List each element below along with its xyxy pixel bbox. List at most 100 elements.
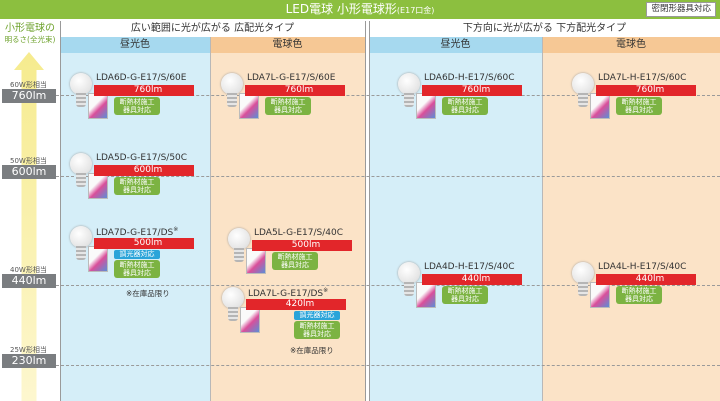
bulb-image: [70, 153, 92, 175]
level-line-440: [56, 285, 720, 286]
divider-group-wide-end: [365, 21, 366, 401]
title-bar: [0, 0, 720, 19]
product-model: LDA4D-H-E17/S/40C: [424, 262, 515, 272]
dimmer-badge: 調光器対応: [294, 311, 340, 320]
package-image: [246, 248, 266, 274]
package-image: [88, 93, 108, 119]
product-lumen: 600lm: [94, 165, 194, 176]
product-model: LDA7L-G-E17/DS※: [248, 287, 329, 299]
package-image: [240, 307, 260, 333]
product-model: LDA6D-G-E17/S/60E: [96, 73, 187, 83]
axis-title-line2: 明るさ(全光束): [4, 35, 56, 44]
bulb-image: [398, 73, 420, 95]
watt-label: 50W形相当: [10, 157, 47, 165]
watt-label: 25W形相当: [10, 346, 47, 354]
product-model: LDA7D-G-E17/DS※: [96, 226, 179, 238]
bulb-base: [76, 246, 86, 260]
column-header-daylight: 昼光色: [369, 37, 542, 53]
package-image: [590, 282, 610, 308]
product-lumen: 760lm: [245, 85, 345, 96]
product-model: LDA7L-G-E17/S/60E: [247, 73, 336, 83]
lumen-level-box: 230lm: [2, 354, 56, 368]
bulb-base: [76, 173, 86, 187]
bulb-image: [572, 262, 594, 284]
insulation-badge: 断熱材施工器具対応: [114, 97, 160, 115]
bulb-base: [76, 93, 86, 107]
sealed-fixture-badge: 密閉形器具対応: [646, 2, 716, 17]
level-line-600: [56, 176, 720, 177]
watt-label: 40W形相当: [10, 266, 47, 274]
axis-title-line1: 小形電球の: [5, 23, 55, 34]
insulation-badge: 断熱材施工器具対応: [265, 97, 311, 115]
product-lumen: 500lm: [252, 240, 352, 251]
axis-title: 小形電球の 明るさ(全光束): [2, 22, 58, 45]
product-lumen: 760lm: [596, 85, 696, 96]
product-lda7d-g-ds: LDA7D-G-E17/DS※ 500lm 調光器対応 断熱材施工器具対応 ※在…: [70, 226, 210, 301]
product-lda6d-h-60c: LDA6D-H-E17/S/60C 760lm 断熱材施工器具対応: [398, 73, 538, 133]
insulation-badge: 断熱材施工器具対応: [272, 252, 318, 270]
page-title-sub: (E17口金): [396, 6, 435, 15]
lumen-level-box: 600lm: [2, 165, 56, 179]
product-lumen: 440lm: [422, 274, 522, 285]
divider-left: [60, 21, 61, 401]
group-header-wide: 広い範囲に光が広がる 広配光タイプ: [60, 21, 365, 37]
product-lumen: 420lm: [246, 299, 346, 310]
divider-group-down-start: [369, 21, 370, 401]
package-image: [590, 93, 610, 119]
product-lda6d-g-60e: LDA6D-G-E17/S/60E 760lm 断熱材施工器具対応: [70, 73, 210, 133]
product-lda7l-g-60e: LDA7L-G-E17/S/60E 760lm 断熱材施工器具対応: [221, 73, 361, 133]
stock-note: ※在庫品限り: [126, 289, 170, 298]
package-image: [416, 93, 436, 119]
column-header-warm: 電球色: [542, 37, 720, 53]
product-lda4d-h-40c: LDA4D-H-E17/S/40C 440lm 断熱材施工器具対応: [398, 262, 538, 322]
bulb-base: [228, 307, 238, 321]
divider-center-down: [542, 37, 543, 401]
product-model: LDA5D-G-E17/S/50C: [96, 153, 188, 163]
column-header-daylight: 昼光色: [60, 37, 210, 53]
group-header-down: 下方向に光が広がる 下方配光タイプ: [369, 21, 720, 37]
bulb-base: [234, 248, 244, 262]
product-model: LDA7L-H-E17/S/60C: [598, 73, 687, 83]
insulation-badge: 断熱材施工器具対応: [442, 97, 488, 115]
product-lda7l-h-60c: LDA7L-H-E17/S/60C 760lm 断熱材施工器具対応: [572, 73, 712, 133]
product-lda4l-h-40c: LDA4L-H-E17/S/40C 440lm 断熱材施工器具対応: [572, 262, 712, 322]
product-model: LDA6D-H-E17/S/60C: [424, 73, 515, 83]
page-title-main: LED電球 小形電球形: [285, 2, 397, 16]
bulb-image: [221, 73, 243, 95]
insulation-badge: 断熱材施工器具対応: [442, 286, 488, 304]
bulb-base: [578, 282, 588, 296]
bulb-base: [578, 93, 588, 107]
product-lumen: 500lm: [94, 238, 194, 249]
bulb-image: [572, 73, 594, 95]
package-image: [239, 93, 259, 119]
product-lumen: 760lm: [94, 85, 194, 96]
insulation-badge: 断熱材施工器具対応: [114, 177, 160, 195]
package-image: [88, 173, 108, 199]
stock-note: ※在庫品限り: [290, 346, 334, 355]
package-image: [88, 246, 108, 272]
bulb-image: [222, 287, 244, 309]
bulb-image: [398, 262, 420, 284]
divider-center-wide: [210, 37, 211, 401]
product-lumen: 760lm: [422, 85, 522, 96]
insulation-badge: 断熱材施工器具対応: [114, 260, 160, 278]
level-line-760: [56, 95, 720, 96]
dimmer-badge: 調光器対応: [114, 250, 160, 259]
insulation-badge: 断熱材施工器具対応: [616, 286, 662, 304]
bulb-image: [70, 226, 92, 248]
bulb-base: [404, 93, 414, 107]
page-title: LED電球 小形電球形(E17口金): [0, 0, 720, 19]
product-model: LDA4L-H-E17/S/40C: [598, 262, 687, 272]
bulb-image: [228, 228, 250, 250]
bulb-base: [227, 93, 237, 107]
bulb-image: [70, 73, 92, 95]
bulb-base: [404, 282, 414, 296]
product-lda7l-g-ds: LDA7L-G-E17/DS※ 420lm 調光器対応 断熱材施工器具対応 ※在…: [222, 287, 362, 362]
lumen-level-box: 760lm: [2, 89, 56, 103]
level-line-230: [56, 365, 720, 366]
product-lda5l-g-40c: LDA5L-G-E17/S/40C 500lm 断熱材施工器具対応: [228, 228, 368, 288]
product-lumen: 440lm: [596, 274, 696, 285]
product-model: LDA5L-G-E17/S/40C: [254, 228, 343, 238]
insulation-badge: 断熱材施工器具対応: [616, 97, 662, 115]
package-image: [416, 282, 436, 308]
